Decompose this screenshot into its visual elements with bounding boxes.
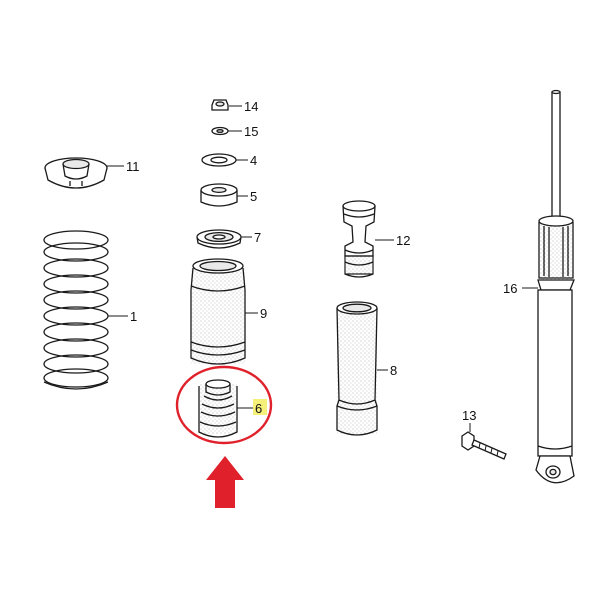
part-5-bushing	[200, 183, 238, 207]
label-1: 1	[130, 309, 137, 324]
label-6: 6	[255, 401, 262, 416]
label-6-highlight	[253, 399, 267, 415]
part-9-dust-boot	[190, 258, 246, 365]
part-13-bolt	[461, 431, 507, 460]
part-7-mount	[196, 229, 242, 249]
label-14: 14	[244, 99, 258, 114]
part-8-protector-tube	[336, 301, 378, 436]
label-4: 4	[250, 153, 257, 168]
highlight-circle	[175, 365, 273, 445]
part-15-washer	[211, 126, 229, 136]
part-6-bump-stop	[198, 379, 238, 438]
label-13: 13	[462, 408, 476, 423]
part-14-nut	[211, 99, 229, 111]
label-12: 12	[396, 233, 410, 248]
label-5: 5	[250, 189, 257, 204]
part-4-washer	[201, 153, 237, 167]
label-16: 16	[503, 281, 517, 296]
label-8: 8	[390, 363, 397, 378]
label-11: 11	[126, 159, 140, 174]
red-arrow-up-icon	[206, 456, 244, 508]
part-16-shock-absorber	[535, 89, 575, 484]
label-15: 15	[244, 124, 258, 139]
part-1-coil-spring	[43, 230, 109, 390]
label-7: 7	[254, 230, 261, 245]
label-9: 9	[260, 306, 267, 321]
part-11-spring-seat	[44, 157, 108, 189]
part-12-bump-stop	[342, 200, 376, 278]
